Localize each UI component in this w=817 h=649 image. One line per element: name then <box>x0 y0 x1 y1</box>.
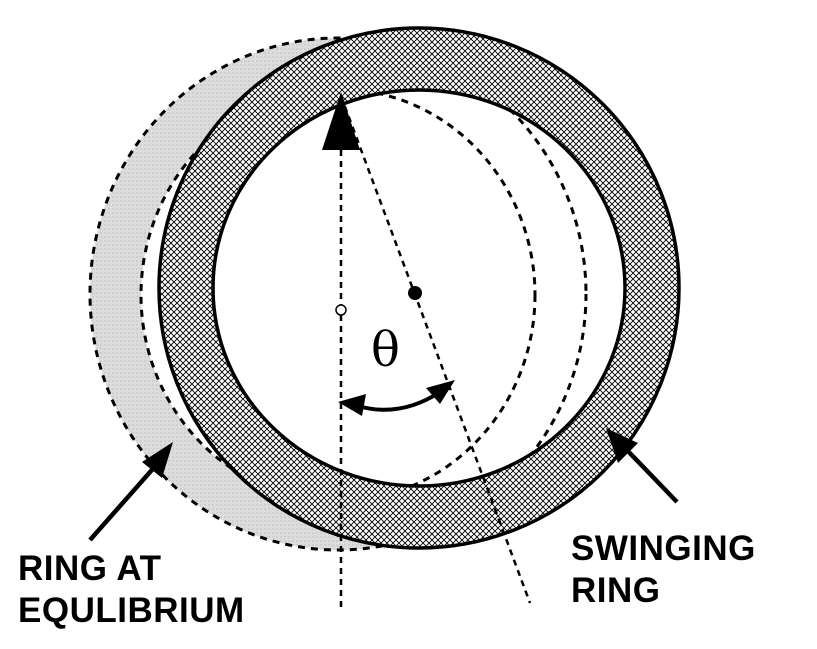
up-arrow-icon <box>322 92 360 150</box>
curved-double-arrow-icon <box>338 380 455 416</box>
swinging-label-line1: SWINGING <box>571 529 756 568</box>
equilibrium-label-line2: EQULIBRIUM <box>18 591 245 630</box>
equilibrium-ring-label: RING AT EQULIBRIUM <box>18 548 245 632</box>
equilibrium-center-dot <box>335 304 347 316</box>
swinging-ring-label: SWINGING RING <box>571 528 756 612</box>
swinging-axis <box>339 95 532 604</box>
angle-theta-label: θ <box>371 322 400 378</box>
swinging-center-dot <box>408 286 422 300</box>
swinging-label-line2: RING <box>571 571 661 610</box>
swinging-pointer-arrow <box>606 428 679 504</box>
equilibrium-label-line1: RING AT <box>18 549 162 588</box>
swinging-ring <box>157 26 681 550</box>
equilibrium-pointer-arrow <box>88 442 173 542</box>
